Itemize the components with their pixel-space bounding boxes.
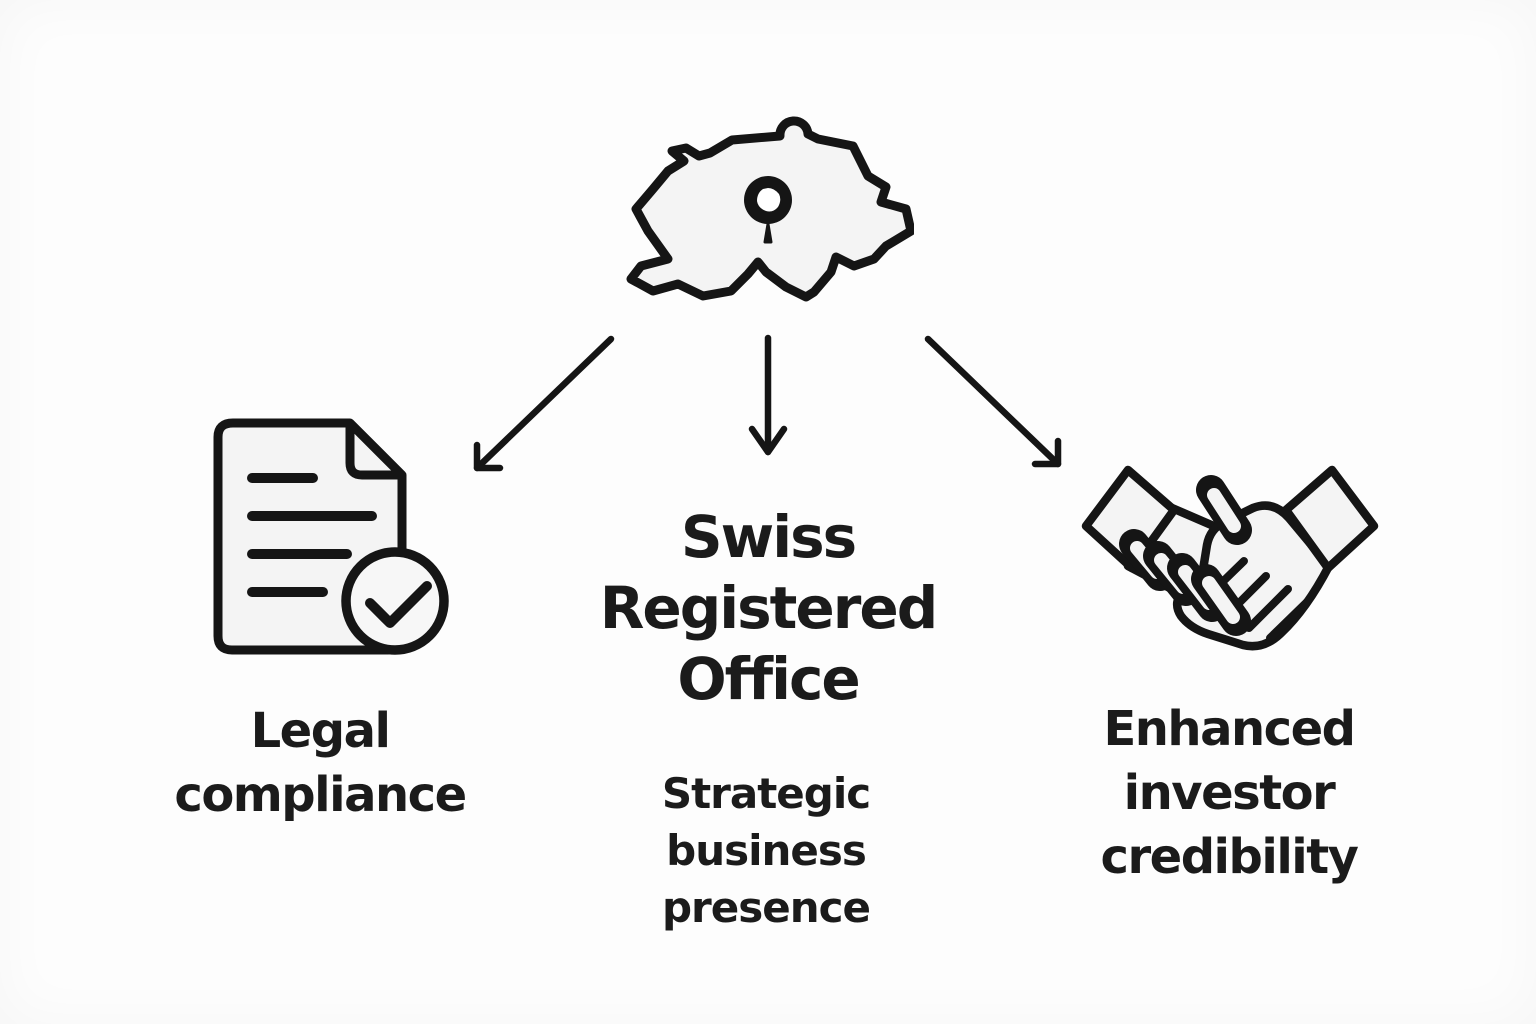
legal-compliance-label: Legal compliance bbox=[174, 703, 467, 823]
knuckle-fingers bbox=[1119, 529, 1251, 636]
switzerland-map-pin-icon bbox=[626, 116, 914, 302]
location-pin-icon bbox=[744, 176, 792, 244]
right-sleeve bbox=[1281, 465, 1379, 573]
document-text-lines bbox=[247, 473, 377, 597]
left-sleeve bbox=[1081, 465, 1179, 573]
handshake-icon bbox=[1081, 465, 1379, 651]
investor-credibility-label: Enhanced investor credibility bbox=[1100, 701, 1359, 885]
checkmark-badge-icon bbox=[341, 547, 449, 655]
center-node-subtitle: Strategic business presence bbox=[661, 769, 871, 933]
arrow-to-left-node bbox=[473, 335, 615, 472]
arrow-to-right-node bbox=[924, 335, 1062, 468]
folded-corner bbox=[345, 423, 402, 480]
arrow-to-center-node bbox=[748, 334, 788, 456]
center-node-title: Swiss Registered Office bbox=[599, 503, 938, 713]
document-check-icon bbox=[213, 418, 449, 655]
